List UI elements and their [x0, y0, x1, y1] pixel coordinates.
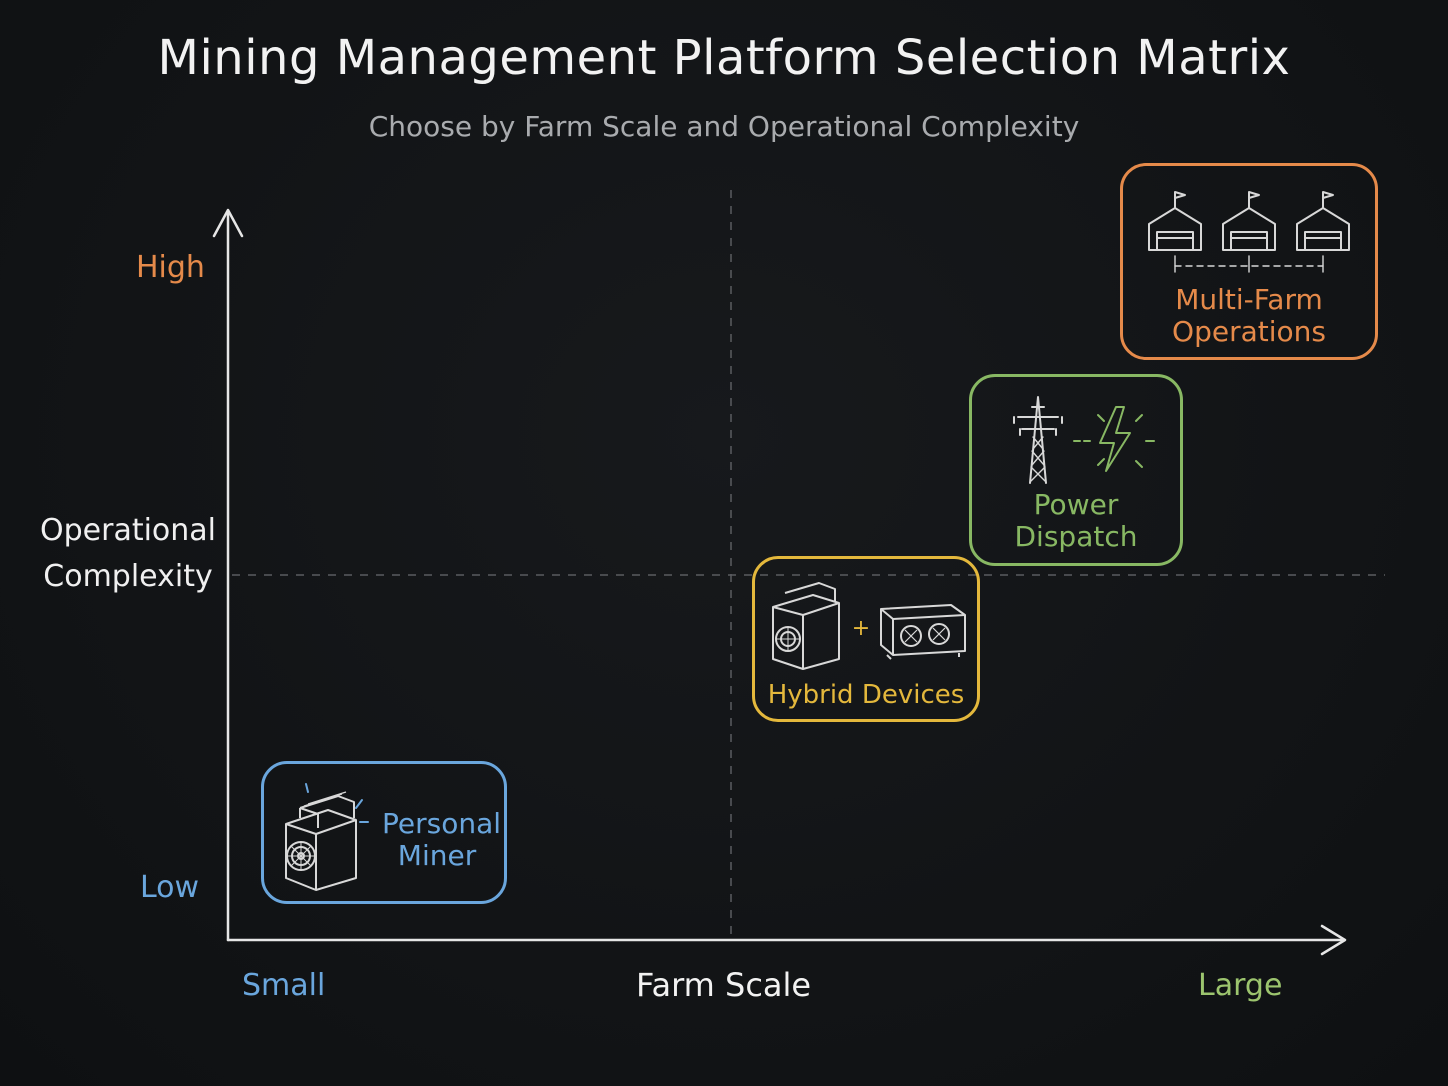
power-dispatch-label-line2: Dispatch	[1014, 520, 1138, 553]
hybrid-devices-label: Hybrid Devices	[767, 680, 965, 710]
y-axis-arrow	[212, 208, 244, 238]
page-subtitle: Choose by Farm Scale and Operational Com…	[368, 110, 1080, 143]
farm-building-icon	[1222, 191, 1276, 251]
power-tower-lightning-icon	[1013, 396, 1155, 484]
farm-building-icon	[1296, 191, 1350, 251]
power-dispatch-label: Power Dispatch	[972, 489, 1180, 553]
page-title: Mining Management Platform Selection Mat…	[157, 30, 1291, 86]
multiple-farms-icon	[1148, 191, 1350, 273]
asic-miner-icon	[285, 783, 369, 891]
x-axis-large-label: Large	[1198, 968, 1283, 1003]
x-axis-arrow	[1320, 924, 1347, 956]
y-axis-high-label: High	[136, 250, 205, 285]
miner-plus-rig-icon: +	[772, 582, 966, 670]
multi-farm-operations-card: Multi-Farm Operations	[1120, 163, 1378, 360]
x-axis-title: Farm Scale	[636, 966, 812, 1004]
hybrid-devices-card: + Hybrid Devices	[752, 556, 980, 722]
personal-miner-label-line2: Miner	[397, 839, 477, 872]
power-dispatch-label-line1: Power	[1033, 488, 1119, 521]
farm-building-icon	[1148, 191, 1202, 251]
svg-text:+: +	[852, 616, 870, 641]
multi-farm-label: Multi-Farm Operations	[1123, 284, 1375, 348]
y-axis-title: Operational Complexity	[40, 508, 216, 600]
power-dispatch-card: Power Dispatch	[969, 374, 1183, 566]
multi-farm-label-line1: Multi-Farm	[1175, 283, 1323, 316]
y-axis-title-line1: Operational	[40, 513, 217, 548]
multi-farm-label-line2: Operations	[1172, 315, 1326, 348]
x-axis-small-label: Small	[242, 968, 326, 1003]
personal-miner-card: Personal Miner	[261, 761, 507, 904]
y-axis-title-line2: Complexity	[43, 559, 213, 594]
y-axis-low-label: Low	[140, 870, 200, 905]
personal-miner-label: Personal Miner	[382, 807, 502, 872]
personal-miner-label-line1: Personal	[382, 807, 502, 840]
